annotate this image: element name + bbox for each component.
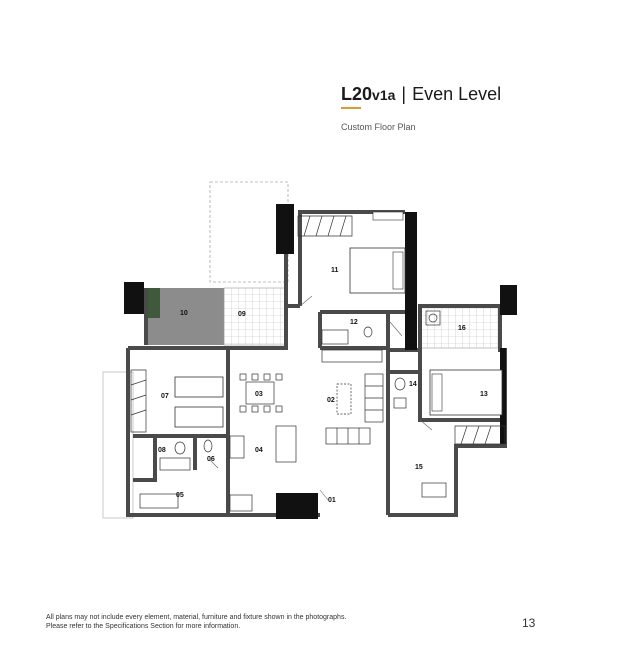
disclaimer-line-1: All plans may not include every element,… [46, 614, 347, 621]
title-separator: | [401, 84, 407, 104]
wardrobe-07 [130, 369, 147, 433]
room-label-02: 02 [327, 397, 335, 404]
walls [126, 210, 507, 517]
plan-code-version: v1a [372, 87, 396, 103]
room-label-10: 10 [180, 310, 188, 317]
planter-foliage [146, 288, 160, 318]
room-label-09: 09 [238, 311, 246, 318]
plan-code: L20 [341, 84, 373, 104]
disclaimer: All plans may not include every element,… [46, 613, 346, 631]
bed-11-pillows [392, 251, 404, 290]
room-label-04: 04 [255, 447, 263, 454]
bed-07a [174, 376, 224, 398]
room-label-06: 06 [207, 456, 215, 463]
wardrobe-13 [454, 425, 506, 445]
room-label-07: 07 [161, 393, 169, 400]
floor-plan: 01 02 03 04 05 06 07 08 09 10 11 12 13 1… [102, 181, 517, 519]
disclaimer-line-2: Please refer to the Specifications Secti… [46, 623, 241, 630]
room-label-08: 08 [158, 447, 166, 454]
window-11 [372, 211, 404, 221]
columns [124, 204, 517, 519]
balcony-16-table [425, 310, 441, 326]
balcony-09-tiles [223, 287, 287, 346]
room-label-05: 05 [176, 492, 184, 499]
balcony-16-tiles [419, 305, 501, 349]
room-label-03: 03 [255, 391, 263, 398]
west-outline [102, 371, 134, 519]
plan-level: Even Level [412, 84, 502, 104]
plan-subtitle: Custom Floor Plan [341, 122, 416, 132]
page-number: 13 [522, 616, 536, 630]
kitchen-12 [321, 329, 383, 363]
door-swings [209, 295, 433, 501]
room-label-13: 13 [480, 391, 488, 398]
bed-13-pillows [431, 373, 443, 412]
room-label-16: 16 [458, 325, 466, 332]
room-label-12: 12 [350, 319, 358, 326]
bed-13 [429, 369, 503, 416]
living-furniture-02 [325, 373, 384, 445]
kitchen-04 [229, 425, 297, 512]
bed-11 [349, 247, 406, 294]
room-label-14: 14 [409, 381, 417, 388]
bed-07b [174, 406, 224, 428]
room-label-11: 11 [331, 267, 339, 274]
plan-title: L20v1a |Even Level [341, 84, 501, 105]
bathroom-fixtures [139, 326, 447, 509]
dining-table-03 [239, 373, 283, 413]
wardrobe-11 [297, 215, 353, 237]
room-label-15: 15 [415, 464, 423, 471]
room-label-01: 01 [328, 497, 336, 504]
accent-rule [341, 107, 361, 109]
